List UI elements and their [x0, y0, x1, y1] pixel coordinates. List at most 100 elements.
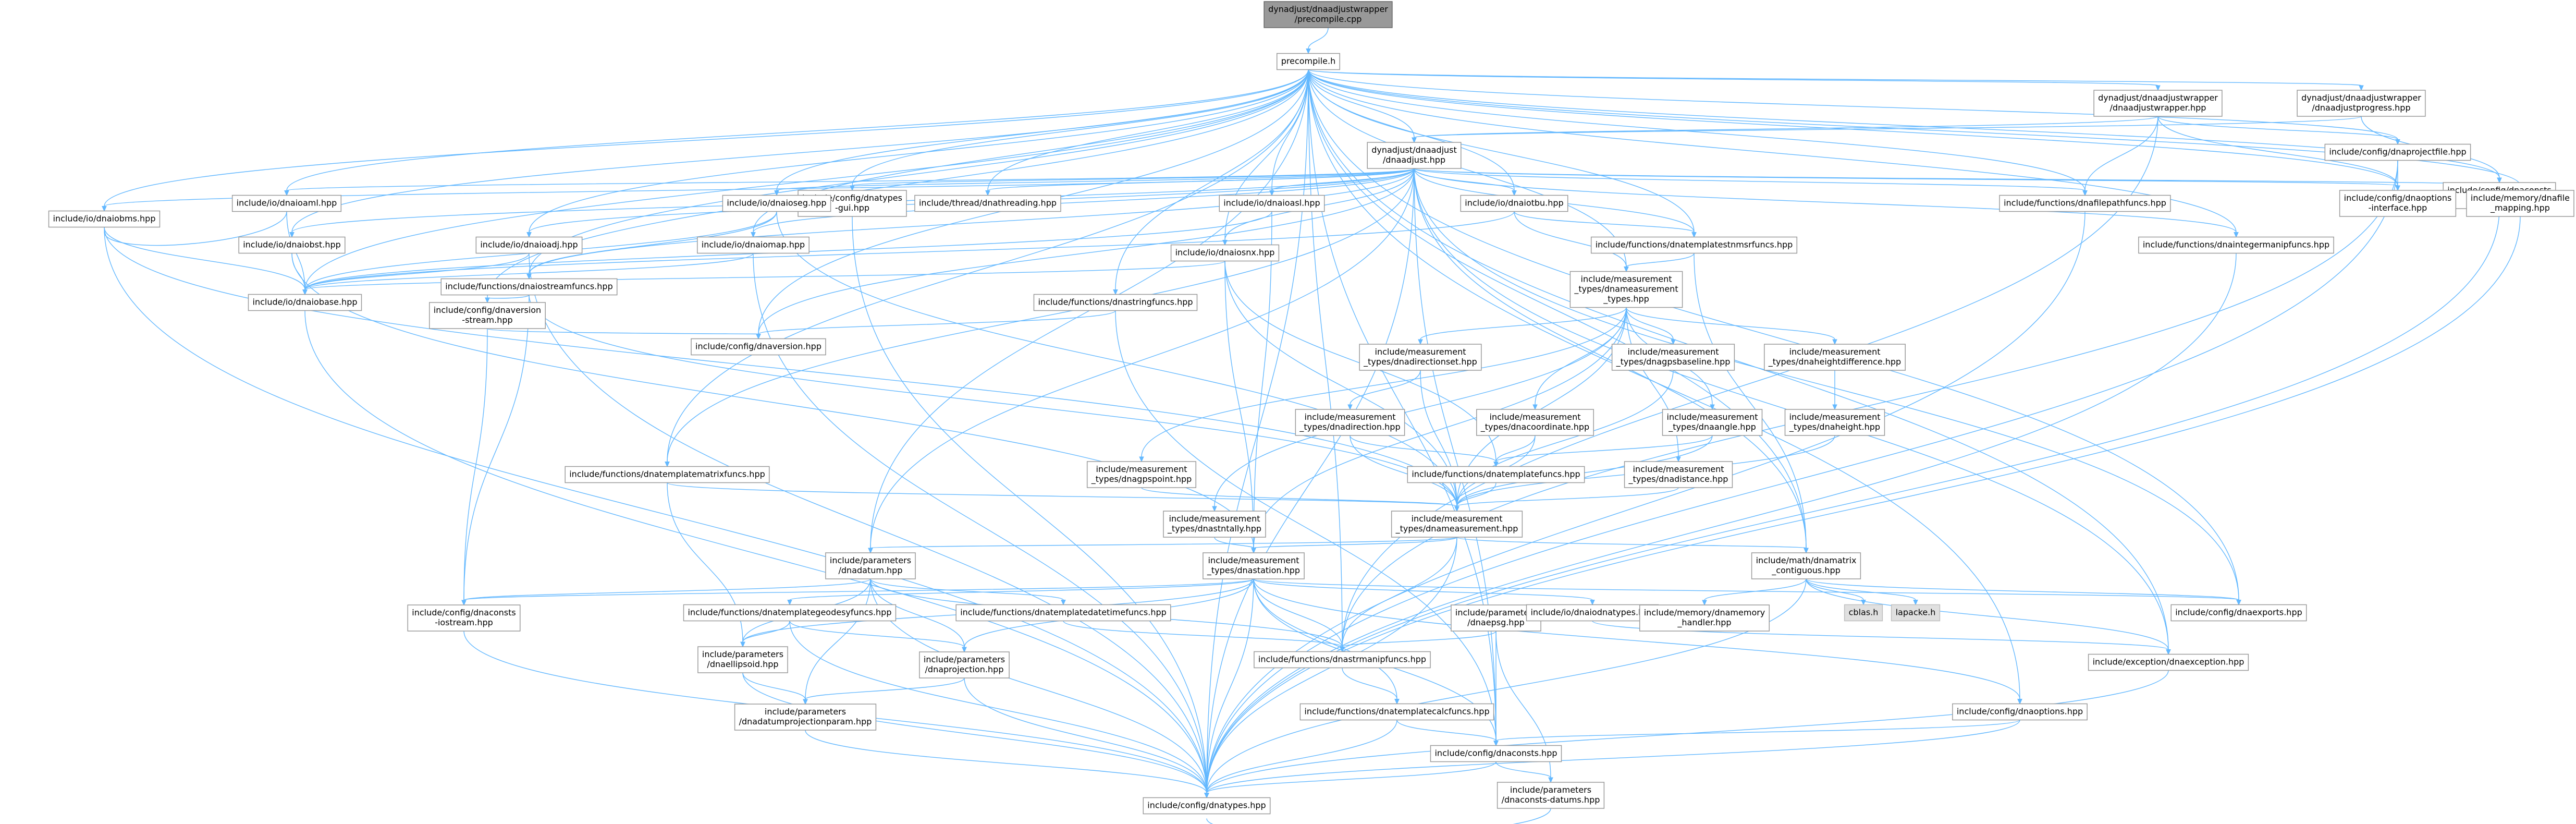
- node-lapacke-h[interactable]: lapacke.h: [1891, 604, 1941, 622]
- node-dnaioaml-hpp[interactable]: include/io/dnaioaml.hpp: [231, 195, 342, 212]
- node-dynadjust-wrapper-precompile[interactable]: dynadjust/dnaadjustwrapper/precompile.cp…: [1264, 1, 1393, 28]
- node-dnameasurement-hpp[interactable]: include/measurement_types/dnameasurement…: [1391, 511, 1523, 538]
- node-dnaiobms-hpp[interactable]: include/io/dnaiobms.hpp: [48, 210, 161, 228]
- edge-arrowhead: [2395, 185, 2400, 191]
- edge-dnaexception-hpp-to-dnatypes-hpp: [1204, 670, 2169, 798]
- node-dnastrmanipfuncs[interactable]: include/functions/dnastrmanipfuncs.hpp: [1254, 651, 1431, 669]
- node-dnadistance[interactable]: include/measurement_types/dnadistance.hp…: [1624, 461, 1733, 488]
- node-dnaiobase-hpp[interactable]: include/io/dnaiobase.hpp: [248, 294, 362, 311]
- node-dnaprojectfile-hpp[interactable]: include/config/dnaprojectfile.hpp: [2324, 143, 2471, 161]
- node-dnameasurement-types-hpp[interactable]: include/measurement_types/dnameasurement…: [1569, 271, 1683, 308]
- node-dnatemplatefuncs[interactable]: include/functions/dnatemplatefuncs.hpp: [1407, 466, 1585, 483]
- node-dnathreading[interactable]: include/thread/dnathreading.hpp: [914, 195, 1061, 212]
- node-dnaiosnx-hpp[interactable]: include/io/dnaiosnx.hpp: [1170, 244, 1280, 262]
- node-box: [238, 236, 346, 254]
- node-dnastringfuncs[interactable]: include/functions/dnastringfuncs.hpp: [1033, 294, 1198, 311]
- node-dnaconsts-hpp[interactable]: include/config/dnaconsts.hpp: [1430, 745, 1562, 762]
- node-dnaellipsoid-hpp[interactable]: include/parameters/dnaellipsoid.hpp: [697, 646, 788, 673]
- edge-dnaadjust-hpp-to-dnadatum-hpp: [868, 168, 1415, 554]
- node-dnaadjustwrapper-hpp[interactable]: dynadjust/dnaadjustwrapper/dnaadjustwrap…: [2093, 90, 2223, 117]
- node-dnamemory-handler[interactable]: include/memory/dnamemory_handler.hpp: [1639, 604, 1770, 632]
- node-dnaiodnatypes[interactable]: include/io/dnaiodnatypes.hpp: [1526, 604, 1659, 622]
- node-label: include/io/dnaiodnatypes.hpp: [1530, 608, 1654, 617]
- node-dnaoptions-interface[interactable]: include/config/dnaoptions-interface.hpp: [2339, 190, 2457, 217]
- node-dnaiostreamfuncs[interactable]: include/functions/dnaiostreamfuncs.hpp: [440, 278, 618, 296]
- edge-dnatemplategeodesyfuncs-to-dnaprojection-hpp: [789, 621, 967, 653]
- node-box: [1476, 409, 1594, 436]
- node-dnatemplatedatetimefuncs[interactable]: include/functions/dnatemplatedatetimefun…: [955, 604, 1171, 622]
- node-dnastation-hpp[interactable]: include/measurement_types/dnastation.hpp: [1203, 552, 1305, 579]
- node-dnaversion-stream[interactable]: include/config/dnaversion-stream.hpp: [429, 302, 546, 329]
- node-dnaiomap-hpp[interactable]: include/io/dnaiomap.hpp: [697, 236, 809, 254]
- edge-dnaadjust-hpp-to-dnaiomap-hpp: [751, 168, 1415, 238]
- node-dnastntally[interactable]: include/measurement_types/dnastntally.hp…: [1163, 511, 1266, 538]
- edge-line: [1206, 670, 2169, 793]
- node-dnagpspoint[interactable]: include/measurement_types/dnagpspoint.hp…: [1086, 461, 1197, 488]
- node-label: _types/dnagpsbaseline.hpp: [1616, 357, 1731, 367]
- node-dnadirectionset[interactable]: include/measurement_types/dnadirectionse…: [1359, 344, 1482, 371]
- node-dnaioseg-hpp[interactable]: include/io/dnaioseg.hpp: [722, 195, 831, 212]
- node-dnaiobst-hpp[interactable]: include/io/dnaiobst.hpp: [238, 236, 346, 254]
- node-dnamatrix-contiguous[interactable]: include/math/dnamatrix_contiguous.hpp: [1751, 552, 1861, 579]
- edge-line: [1224, 261, 1457, 507]
- node-dnaangle[interactable]: include/measurement_types/dnaangle.hpp: [1662, 409, 1763, 436]
- node-dnaconsts-datums[interactable]: include/parameters/dnaconsts-datums.hpp: [1496, 782, 1605, 809]
- node-dnaheightdifference[interactable]: include/measurement_types/dnaheightdiffe…: [1764, 344, 1906, 371]
- edge-dnadirectionset-to-dnadirection: [1347, 370, 1421, 410]
- node-precompile-h[interactable]: precompile.h: [1276, 53, 1341, 70]
- node-label: -interface.hpp: [2369, 203, 2427, 213]
- node-dnadatum-hpp[interactable]: include/parameters/dnadatum.hpp: [825, 552, 916, 579]
- edge-line: [742, 672, 806, 700]
- node-box: [697, 646, 788, 673]
- node-dnatemplatecalcfuncs[interactable]: include/functions/dnatemplatecalcfuncs.h…: [1299, 703, 1494, 721]
- node-dnadatumprojectionparam[interactable]: include/parameters/dnadatumprojectionpar…: [734, 704, 877, 731]
- node-label: include/io/dnaiobst.hpp: [243, 240, 341, 250]
- edge-arrowhead: [787, 600, 792, 605]
- node-label: include/config/dnatypes.hpp: [1147, 801, 1266, 810]
- node-dnagpsbaseline[interactable]: include/measurement_types/dnagpsbaseline…: [1611, 344, 1735, 371]
- node-cblas-h[interactable]: cblas.h: [1844, 604, 1883, 622]
- node-box: [734, 704, 877, 731]
- node-dnaadjust-hpp[interactable]: dynadjust/dnaadjust/dnaadjust.hpp: [1367, 142, 1462, 169]
- edge-line: [1342, 668, 1397, 699]
- node-box: [1460, 195, 1568, 212]
- node-dnaioasl-hpp[interactable]: include/io/dnaioasl.hpp: [1219, 195, 1325, 212]
- edge-line: [1206, 720, 2020, 793]
- node-box: [1844, 604, 1883, 622]
- edge-line: [1308, 69, 2169, 650]
- edge-dnameasurement-hpp-to-dnastation-hpp: [1251, 537, 1457, 554]
- edge-line: [1420, 370, 1457, 507]
- node-dnafilepathfuncs[interactable]: include/functions/dnafilepathfuncs.hpp: [1999, 195, 2171, 212]
- edge-line: [1224, 261, 1254, 549]
- edge-line: [463, 578, 871, 601]
- edge-arrowhead: [526, 274, 532, 280]
- node-dnadirection[interactable]: include/measurement_types/dnadirection.h…: [1295, 409, 1405, 436]
- node-dnaiotbu-hpp[interactable]: include/io/dnaiotbu.hpp: [1460, 195, 1568, 212]
- node-dnafile-mapping[interactable]: include/memory/dnafile_mapping.hpp: [2466, 190, 2574, 217]
- node-dnaadjustprogress-hpp[interactable]: dynadjust/dnaadjustwrapper/dnaadjustprog…: [2297, 90, 2426, 117]
- node-dnaexports-hpp[interactable]: include/config/dnaexports.hpp: [2170, 604, 2307, 622]
- node-box: [955, 604, 1171, 622]
- node-dnaconsts-iostream[interactable]: include/config/dnaconsts-iostream.hpp: [407, 604, 521, 632]
- node-dnaexception-hpp[interactable]: include/exception/dnaexception.hpp: [2088, 653, 2249, 671]
- node-box: [1496, 782, 1605, 809]
- node-dnatemplategeodesyfuncs[interactable]: include/functions/dnatemplategeodesyfunc…: [683, 604, 897, 622]
- edge-arrowhead: [756, 334, 761, 340]
- node-dnaversion-hpp[interactable]: include/config/dnaversion.hpp: [691, 338, 826, 356]
- edge-dnaconsts-hpp-to-dnatypes-hpp: [1204, 761, 1496, 798]
- node-dnatemplatestnmsrfuncs[interactable]: include/functions/dnatemplatestnmsrfuncs…: [1590, 236, 1798, 254]
- node-dnaepsg-hpp[interactable]: include/parameters/dnaepsg.hpp: [1451, 604, 1541, 632]
- node-dnaintegermanipfuncs[interactable]: include/functions/dnaintegermanipfuncs.h…: [2138, 236, 2334, 254]
- node-dnacoordinate[interactable]: include/measurement_types/dnacoordinate.…: [1476, 409, 1594, 436]
- node-dnatypes-hpp[interactable]: include/config/dnatypes.hpp: [1143, 797, 1271, 815]
- node-dnatemplatematrixfuncs[interactable]: include/functions/dnatemplatematrixfuncs…: [565, 466, 770, 483]
- node-label: _handler.hpp: [1677, 617, 1731, 628]
- edge-line: [1350, 435, 1457, 507]
- node-dnaheight[interactable]: include/measurement_types/dnaheight.hpp: [1784, 409, 1885, 436]
- edge-precompile-h-to-dnaioaml-hpp: [284, 69, 1309, 196]
- node-dnaprojection-hpp[interactable]: include/parameters/dnaprojection.hpp: [919, 651, 1010, 678]
- edge-line: [964, 677, 1207, 793]
- node-dnaioadj-hpp[interactable]: include/io/dnaioadj.hpp: [475, 236, 583, 254]
- node-dnaoptions-hpp[interactable]: include/config/dnaoptions.hpp: [1952, 703, 2088, 721]
- node-label: include/config/dnaversion.hpp: [695, 342, 821, 352]
